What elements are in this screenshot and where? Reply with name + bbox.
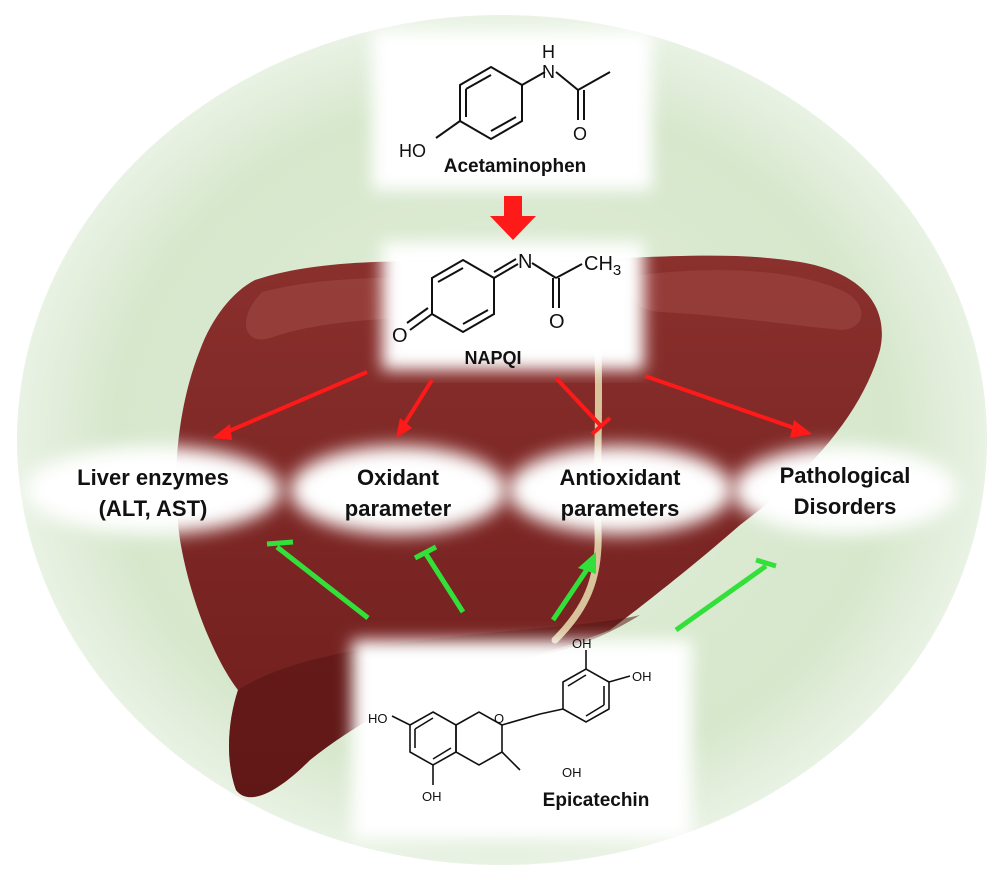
inhibit-napqi-to-antioxidant [554, 376, 603, 428]
napqi-n-atom: N [518, 251, 532, 273]
epicatechin-oh-4prime: OH [632, 669, 652, 684]
arrow-napqi-to-liver-enzymes [221, 370, 368, 436]
node-antioxidant-line1: Antioxidant [559, 465, 681, 490]
acetaminophen-h-atom: H [542, 42, 555, 62]
napqi-methyl-group: CH3 [584, 253, 621, 279]
acetaminophen-o-atom: O [573, 124, 587, 144]
epicatechin-structure [391, 650, 631, 785]
inhibit-epicatechin-to-liver-enzymes [275, 545, 370, 620]
node-pathological-line2: Disorders [793, 494, 897, 519]
liver-right-lobe-highlight [627, 270, 862, 330]
napqi-quinone-o-atom: O [392, 325, 408, 347]
arrow-napqi-to-pathological [644, 374, 801, 432]
arrowhead-liver-enzymes [212, 424, 232, 440]
epicatechin-ho-7: HO [368, 711, 388, 726]
node-pathological-bg [733, 446, 957, 534]
node-oxidant-line2: parameter [344, 496, 452, 521]
inhibit-bar-liver-enzymes [266, 539, 294, 547]
epicatechin-label: Epicatechin [543, 790, 650, 811]
node-pathological-line1: Pathological [779, 463, 911, 488]
node-oxidant-line1: Oxidant [357, 465, 439, 490]
inhibit-bar-antioxidant [590, 416, 612, 436]
liver-lower-shade [229, 615, 640, 798]
arrow-napqi-to-oxidant [400, 378, 434, 430]
node-oxidant-bg [290, 446, 506, 534]
epicatechin-effects [266, 539, 777, 633]
arrowhead-oxidant [396, 418, 412, 438]
napqi-label: NAPQI [464, 348, 521, 368]
node-antioxidant: Antioxidant parameters [520, 462, 720, 524]
inhibit-bar-oxidant [413, 544, 438, 561]
napqi-carbonyl-o-atom: O [549, 311, 565, 333]
arrowhead-antioxidant [578, 552, 596, 574]
epicatechin-oh-5: OH [422, 789, 442, 804]
inhibit-epicatechin-to-oxidant [423, 552, 466, 614]
epicatechin-oh-3prime: OH [572, 636, 592, 651]
node-liver-enzymes: Liver enzymes (ALT, AST) [53, 462, 253, 524]
node-antioxidant-line2: parameters [560, 496, 680, 521]
acetaminophen-box [372, 30, 652, 190]
arrowhead-pathological [790, 420, 812, 438]
acetaminophen-ho-group: HO [399, 141, 426, 161]
arrow-epicatechin-to-antioxidant [550, 566, 591, 622]
napqi-structure [406, 258, 583, 334]
acetaminophen-n-atom: N [542, 62, 555, 82]
node-oxidant: Oxidant parameter [308, 462, 488, 524]
inhibit-epicatechin-to-pathological [674, 563, 768, 633]
epicatechin-box [352, 640, 692, 840]
acetaminophen-label: Acetaminophen [444, 156, 587, 177]
node-pathological: Pathological Disorders [745, 460, 945, 522]
metabolism-arrow [490, 196, 536, 240]
epicatechin-oh-3: OH [562, 765, 582, 780]
node-liver-enzymes-line2: (ALT, AST) [98, 496, 208, 521]
epicatechin-ring-o: O [494, 711, 504, 726]
acetaminophen-structure [435, 65, 611, 141]
inhibit-bar-pathological [755, 557, 777, 569]
napqi-box [382, 242, 644, 370]
node-liver-enzymes-bg [25, 446, 281, 534]
node-antioxidant-bg [508, 446, 732, 534]
node-liver-enzymes-line1: Liver enzymes [77, 465, 229, 490]
napqi-effects [221, 370, 801, 436]
